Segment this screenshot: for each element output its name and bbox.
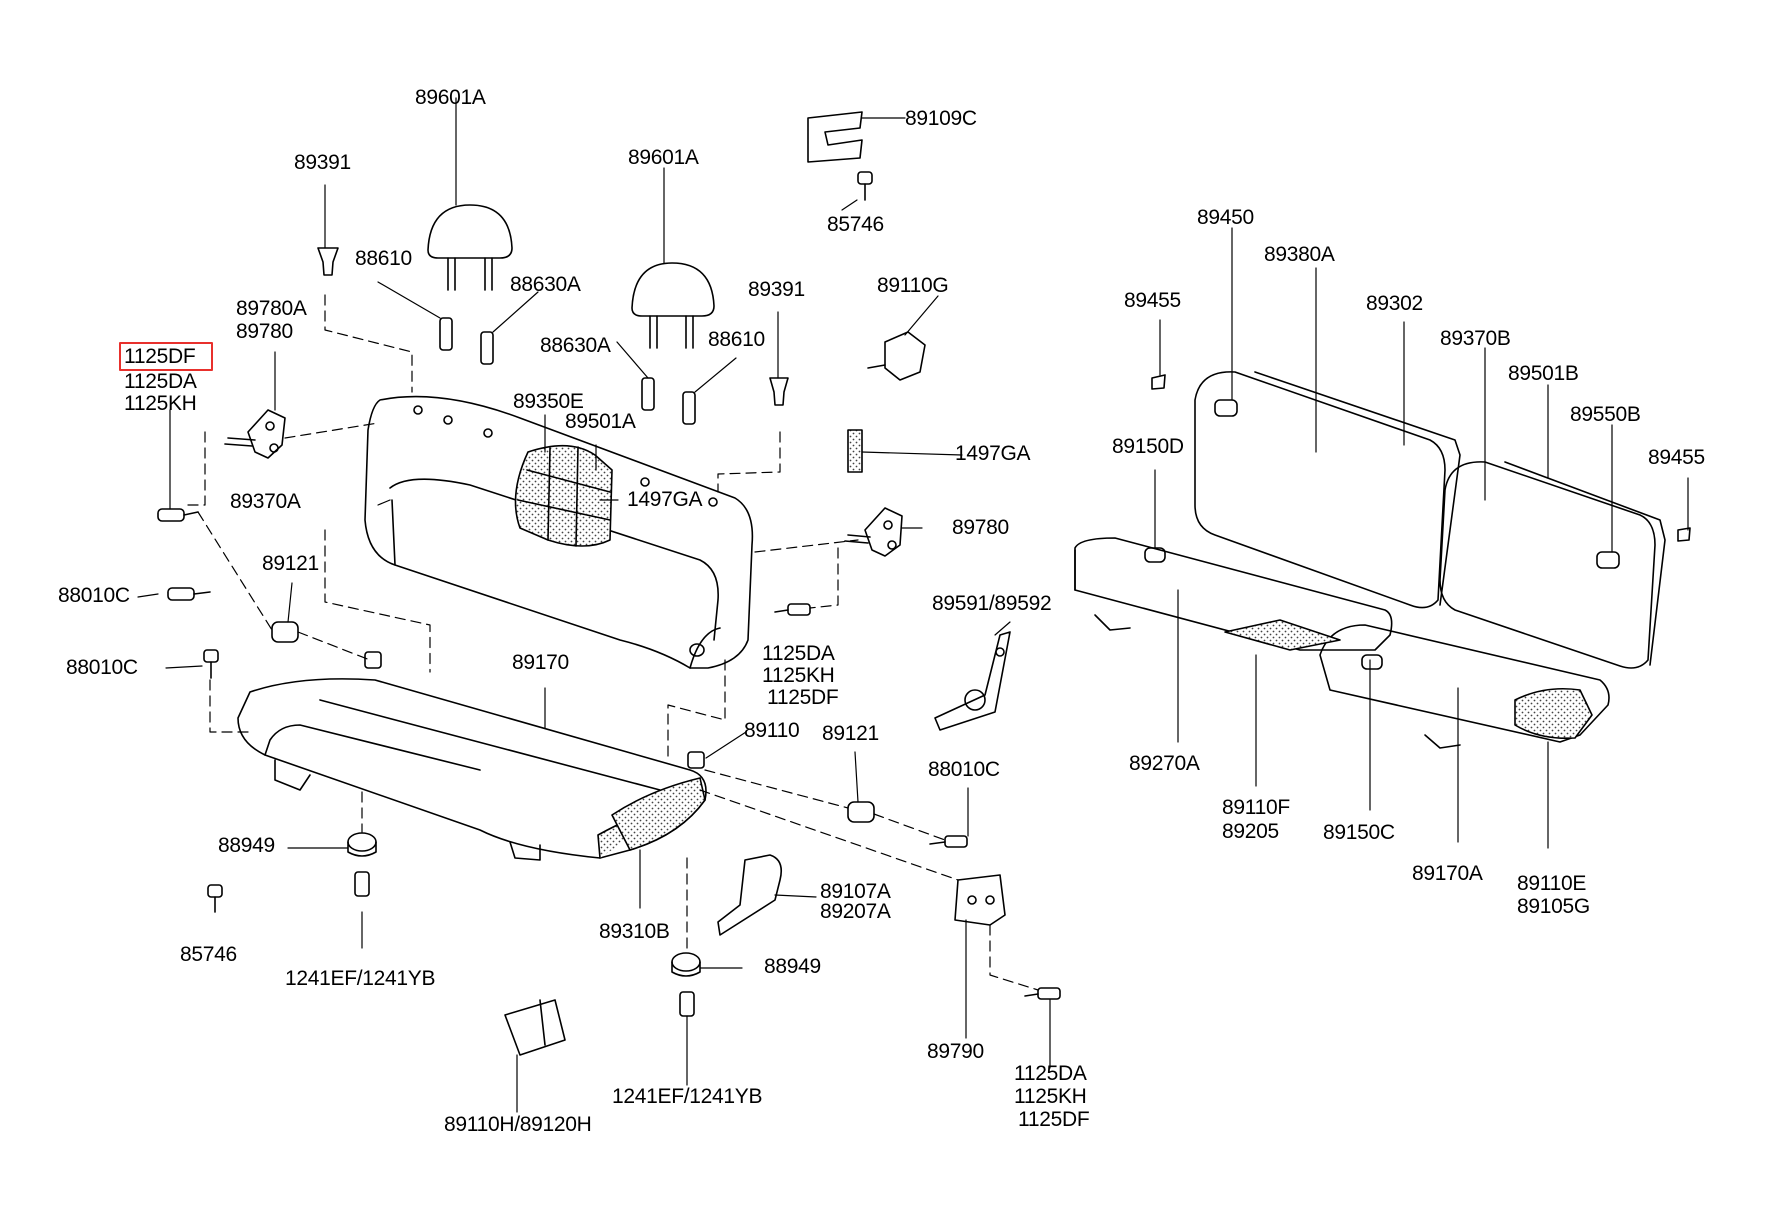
part-label[interactable]: 89391 bbox=[294, 151, 351, 174]
part-label[interactable]: 88010C bbox=[66, 656, 138, 679]
split-seat-back-right bbox=[1440, 462, 1665, 668]
part-label[interactable]: 89790 bbox=[927, 1040, 984, 1063]
part-label[interactable]: 88949 bbox=[218, 834, 275, 857]
part-label[interactable]: 89370B bbox=[1440, 327, 1511, 350]
part-label-selected[interactable]: 1125DF bbox=[124, 345, 196, 368]
part-label[interactable]: 89601A bbox=[415, 86, 486, 109]
part-label[interactable]: 89270A bbox=[1129, 752, 1200, 775]
part-label[interactable]: 1125DF bbox=[1018, 1108, 1090, 1131]
part-label[interactable]: 1497GA bbox=[627, 488, 703, 511]
part-label[interactable]: 89107A bbox=[820, 880, 891, 903]
part-label[interactable]: 89591/89592 bbox=[932, 592, 1052, 615]
part-label[interactable]: 89105G bbox=[1517, 895, 1590, 918]
clip-89109c bbox=[808, 112, 862, 162]
part-label[interactable]: 88949 bbox=[764, 955, 821, 978]
part-label[interactable]: 89455 bbox=[1648, 446, 1705, 469]
part-label[interactable]: 89110F bbox=[1222, 796, 1290, 819]
part-label[interactable]: 88010C bbox=[928, 758, 1000, 781]
part-label[interactable]: 88610 bbox=[355, 247, 412, 270]
part-label[interactable]: 89380A bbox=[1264, 243, 1335, 266]
split-seat-cushion bbox=[1075, 538, 1609, 748]
part-label[interactable]: 88610 bbox=[708, 328, 765, 351]
part-label[interactable]: 1125KH bbox=[124, 392, 197, 415]
seat-back-cushion bbox=[365, 397, 752, 668]
part-label[interactable]: 89302 bbox=[1366, 292, 1423, 315]
part-label[interactable]: 88630A bbox=[510, 273, 581, 296]
part-label[interactable]: 89310B bbox=[599, 920, 670, 943]
seat-cushion bbox=[238, 652, 706, 860]
part-label[interactable]: 89150D bbox=[1112, 435, 1184, 458]
bracket-89790 bbox=[955, 875, 1005, 925]
nuts bbox=[272, 622, 874, 1016]
part-label[interactable]: 89501A bbox=[565, 410, 636, 433]
part-label[interactable]: 1125KH bbox=[1014, 1085, 1087, 1108]
clips-89455 bbox=[1152, 375, 1690, 541]
part-label[interactable]: 89780A bbox=[236, 297, 307, 320]
part-label[interactable]: 1125DA bbox=[762, 642, 835, 665]
part-label[interactable]: 89207A bbox=[820, 900, 891, 923]
headrest-guides bbox=[318, 248, 788, 424]
part-label[interactable]: 89110 bbox=[744, 719, 800, 742]
part-label[interactable]: 89150C bbox=[1323, 821, 1395, 844]
part-label[interactable]: 1241EF/1241YB bbox=[285, 967, 436, 990]
part-label[interactable]: 89170 bbox=[512, 651, 569, 674]
hinge-left bbox=[225, 410, 285, 458]
part-label[interactable]: 89110H/89120H bbox=[444, 1113, 592, 1136]
part-label[interactable]: 89110E bbox=[1517, 872, 1587, 895]
part-label[interactable]: 1125DF bbox=[767, 686, 839, 709]
part-label[interactable]: 1497GA bbox=[955, 442, 1031, 465]
bolts bbox=[158, 172, 1060, 999]
part-label[interactable]: 89601A bbox=[628, 146, 699, 169]
leader-lines bbox=[138, 98, 1688, 1112]
part-label[interactable]: 88630A bbox=[540, 334, 611, 357]
assembly-dashed-lines bbox=[185, 295, 1038, 990]
headrest-right bbox=[632, 263, 714, 348]
part-label[interactable]: 89109C bbox=[905, 107, 977, 130]
part-label[interactable]: 89391 bbox=[748, 278, 805, 301]
part-label[interactable]: 89370A bbox=[230, 490, 301, 513]
part-label[interactable]: 1125KH bbox=[762, 664, 835, 687]
part-label[interactable]: 89110G bbox=[877, 274, 949, 297]
back-cover-patch bbox=[516, 446, 613, 546]
part-label[interactable]: 89501B bbox=[1508, 362, 1579, 385]
headrest-left bbox=[428, 205, 512, 290]
part-label[interactable]: 85746 bbox=[180, 943, 237, 966]
part-label[interactable]: 1125DA bbox=[1014, 1062, 1087, 1085]
pad-1497ga bbox=[848, 430, 862, 472]
part-label[interactable]: 89121 bbox=[262, 552, 319, 575]
part-highlight-box bbox=[120, 343, 212, 370]
part-label[interactable]: 1241EF/1241YB bbox=[612, 1085, 763, 1108]
split-seat-back-left bbox=[1195, 372, 1460, 608]
part-label[interactable]: 85746 bbox=[827, 213, 884, 236]
hinge-right bbox=[845, 508, 902, 556]
part-label[interactable]: 1125DA bbox=[124, 370, 197, 393]
part-label[interactable]: 89121 bbox=[822, 722, 879, 745]
bracket-89591 bbox=[935, 632, 1010, 730]
part-label[interactable]: 89550B bbox=[1570, 403, 1641, 426]
bracket-89110h bbox=[505, 1000, 565, 1055]
part-label[interactable]: 89450 bbox=[1197, 206, 1254, 229]
part-label[interactable]: 88010C bbox=[58, 584, 130, 607]
part-label[interactable]: 89780 bbox=[236, 320, 293, 343]
latch-89110g bbox=[868, 332, 925, 380]
part-label[interactable]: 89205 bbox=[1222, 820, 1279, 843]
part-label[interactable]: 89170A bbox=[1412, 862, 1483, 885]
cover-89107a bbox=[718, 855, 781, 935]
part-label[interactable]: 89350E bbox=[513, 390, 584, 413]
part-label[interactable]: 89780 bbox=[952, 516, 1009, 539]
part-label[interactable]: 89455 bbox=[1124, 289, 1181, 312]
